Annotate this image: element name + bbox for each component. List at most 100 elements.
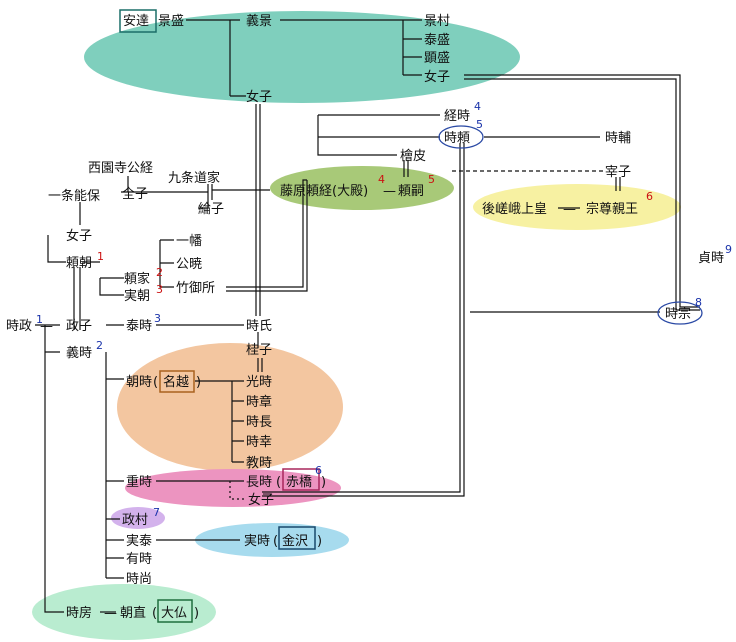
name-kagemura: 景村 [424, 14, 450, 29]
num-yoritsune: 4 [378, 173, 385, 186]
num-yasutoki: 3 [154, 312, 161, 325]
name-nagatoki: 長時 [246, 475, 272, 490]
prince-highlight [473, 184, 681, 230]
name-kugyo: 公暁 [176, 257, 202, 272]
name-tokimune: 時宗 [665, 306, 691, 322]
succession-numbers: 4 5 4 5 6 1 2 3 9 8 1 3 2 6 7 [36, 100, 732, 519]
name-keiko: 桂子 [246, 343, 272, 358]
name-zenshi: 全子 [122, 186, 148, 202]
name-shigetoki: 重時 [126, 474, 152, 490]
name-ichiman: 一幡 [176, 234, 202, 249]
name-yoritomo: 頼朝 [66, 256, 92, 271]
name-kanazawa: 金沢 [282, 533, 308, 549]
paren-close-nagoe: ) [196, 375, 201, 390]
name-shigetoki-musume: 女子 [248, 492, 274, 508]
name-saionji: 西園寺公経 [88, 161, 153, 176]
name-tomotoki: 朝時 [126, 375, 152, 390]
nagoe-highlight [117, 343, 343, 471]
kanazawa-box [278, 526, 316, 550]
num-yoshitoki: 2 [96, 339, 103, 352]
name-tokiaki: 時章 [246, 394, 272, 410]
name-sanetoki-y: 実泰 [126, 533, 152, 549]
name-tokimasa: 時政 [6, 319, 32, 334]
num-tokimune: 8 [695, 296, 702, 309]
name-akimori: 顕盛 [424, 51, 450, 66]
name-yoshikage: 義景 [246, 13, 272, 29]
num-yoritomo: 1 [97, 250, 104, 263]
name-kujo: 九条道家 [168, 170, 220, 186]
num-tokimasa: 1 [36, 313, 43, 326]
name-gosaga: 後嵯峨上皇 [482, 202, 547, 217]
tokiyori-ring [438, 125, 484, 149]
paren-open-kanazawa: ( [273, 534, 278, 549]
dash-yoritsune-yoritsugu: — [383, 184, 396, 199]
name-sadatoki: 貞時 [698, 251, 724, 266]
paren-close-kanazawa: ) [317, 534, 322, 549]
name-aritoki: 有時 [126, 552, 152, 567]
name-saishi: 宰子 [605, 164, 631, 180]
num-sadatoki: 9 [725, 243, 732, 256]
name-yoshitoki: 義時 [66, 345, 92, 361]
name-nagoe: 名越 [163, 374, 189, 390]
num-tsunetoki: 4 [474, 100, 481, 113]
name-tomonao: 朝直 [120, 606, 146, 621]
name-kagemori: 景盛 [158, 14, 184, 29]
name-yasutoki: 泰時 [126, 319, 152, 334]
name-masamura: 政村 [122, 513, 148, 528]
name-ichijo-musume: 女子 [66, 228, 92, 244]
name-akahashi: 赤橋 [286, 475, 312, 490]
name-tokinao: 時尚 [126, 572, 152, 587]
num-masamura: 7 [153, 506, 160, 519]
paren-open-nagoe: ( [153, 375, 158, 390]
osaragi-highlight [32, 584, 216, 640]
name-sanetoki: 実時 [244, 533, 270, 549]
adachi-clan-highlight [84, 11, 520, 103]
paren-open-akahashi: ( [276, 475, 281, 490]
name-tokiuji: 時氏 [246, 319, 272, 334]
name-osaragi: 大仏 [161, 606, 187, 621]
name-masako: 政子 [66, 319, 92, 334]
num-yoriie: 2 [156, 266, 163, 279]
num-tokiyori: 5 [476, 118, 483, 131]
num-munetaka: 6 [646, 190, 653, 203]
name-yoriie: 頼家 [124, 271, 150, 287]
dash-tokifusa-tomonao: — [104, 606, 117, 621]
connectors: ( ) ( ) ( ) ( ) — — — — [40, 184, 576, 621]
name-tsunetoki: 経時 [444, 109, 470, 124]
name-yasumori: 泰盛 [424, 33, 450, 48]
masamura-highlight [111, 507, 165, 529]
paren-close-osaragi: ) [194, 606, 199, 621]
name-yoshikage-musume: 女子 [246, 89, 272, 105]
name-tokisuke: 時輔 [605, 131, 631, 146]
name-tokiyori: 時頼 [444, 131, 470, 146]
name-munetaka: 宗尊親王 [586, 201, 638, 217]
num-sanetomo: 3 [156, 283, 163, 296]
name-yoritsugu: 頼嗣 [398, 184, 424, 199]
nagoe-box [159, 370, 195, 393]
name-mitsutoki: 光時 [246, 375, 272, 390]
name-adachi-musume: 女子 [424, 69, 450, 85]
akahashi-highlight [125, 469, 341, 507]
name-hinoki: 檜皮 [400, 148, 426, 164]
name-takemi: 竹御所 [176, 281, 215, 296]
paren-close-akahashi: ) [321, 475, 326, 490]
num-yoritsugu: 5 [428, 173, 435, 186]
name-tokiyuki: 時幸 [246, 435, 272, 450]
name-sanetomo: 実朝 [124, 288, 150, 304]
name-tokifusa: 時房 [66, 605, 92, 621]
name-rinshi: 綸子 [198, 201, 224, 217]
num-nagatoki: 6 [315, 464, 322, 477]
dash-gosaga-munetaka: — [563, 202, 576, 217]
akahashi-box [282, 468, 320, 491]
paren-open-osaragi: ( [152, 606, 157, 621]
name-yoritsune: 藤原頼経(大殿) [280, 184, 368, 199]
names: 安達 景盛 義景 景村 泰盛 顕盛 女子 女子 経時 時頼 時輔 檜皮 宰子 西… [6, 13, 724, 621]
name-adachi: 安達 [123, 14, 149, 29]
tokimune-ring [657, 301, 703, 325]
name-noritoki: 教時 [246, 455, 272, 471]
adachi-box [119, 9, 157, 33]
name-ichijo: 一条能保 [48, 188, 100, 204]
name-tokinaga-n: 時長 [246, 415, 272, 430]
dash-tokimasa-masako: — [40, 319, 53, 334]
